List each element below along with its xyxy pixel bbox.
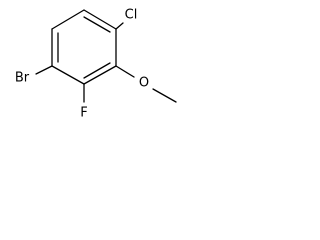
- ring-bond-4-5: [51, 65, 85, 85]
- fluorine-label: F: [80, 106, 87, 121]
- bromine-label: Br: [15, 71, 30, 86]
- chlorine-label: Cl: [125, 8, 138, 23]
- chemical-structure: Cl Br F O: [15, 8, 177, 121]
- oxygen-label: O: [139, 76, 149, 91]
- bond-to-chlorine: [115, 22, 124, 30]
- ring-bond-1-2: [83, 9, 117, 30]
- double-bond-inner-bottom: [83, 62, 111, 79]
- bond-to-bromine: [35, 65, 53, 75]
- ring-bond-3-4: [83, 65, 117, 85]
- bond-oxygen-methyl: [152, 88, 177, 103]
- ring-bond-6-1: [51, 9, 85, 30]
- bond-to-oxygen: [115, 65, 135, 78]
- double-bond-inner-top: [83, 16, 111, 33]
